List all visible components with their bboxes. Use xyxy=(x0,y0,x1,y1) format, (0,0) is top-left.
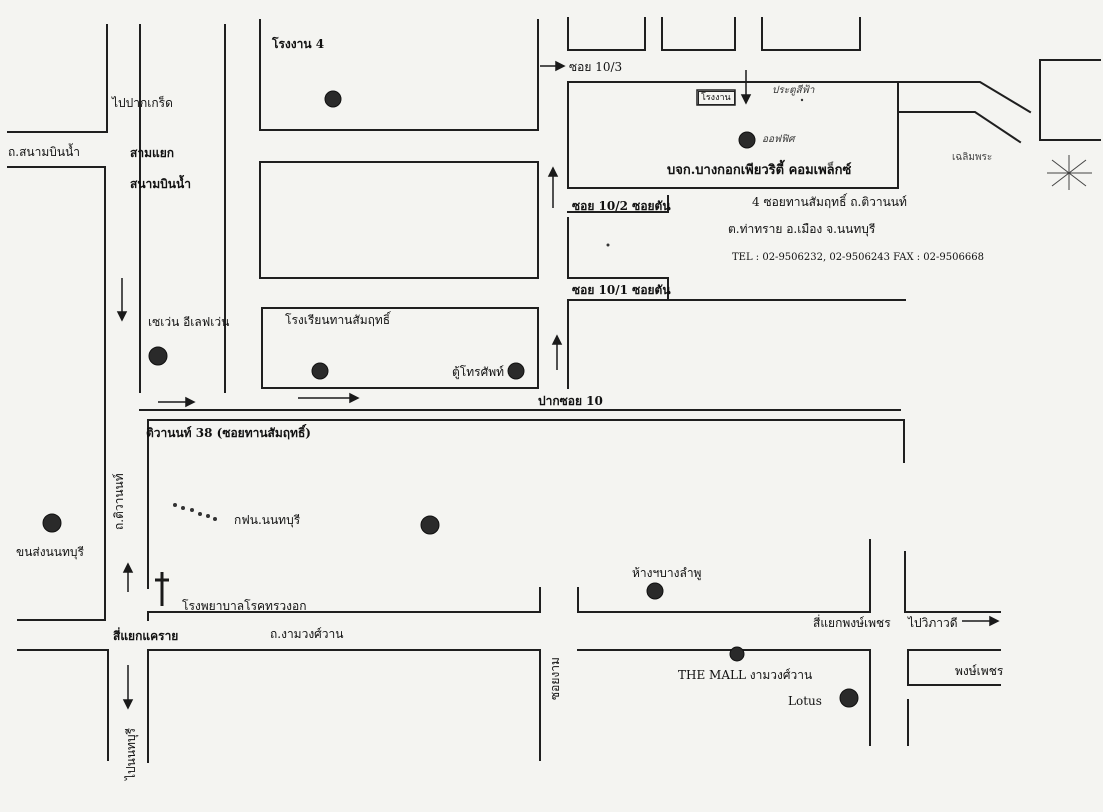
road-edge xyxy=(17,649,109,761)
arrow-icon xyxy=(547,166,559,208)
block-outline xyxy=(259,19,539,131)
arrow-icon xyxy=(540,60,566,72)
label-seven-eleven: เซเว่น อีเลฟเว่น xyxy=(148,315,230,329)
road-edge xyxy=(567,195,669,213)
block-outline xyxy=(259,161,539,279)
road-edge xyxy=(7,166,106,621)
label-smudge: เฉลิมพระ xyxy=(952,152,993,163)
label-soi-10-2: ซอย 10/2 ซอยตัน xyxy=(572,199,671,213)
label-factory4: โรงงาน 4 xyxy=(272,37,325,51)
label-gate-note: ประตูสีฟ้า xyxy=(772,85,815,96)
label-school: โรงเรียนทานสัมฤทธิ์ xyxy=(285,313,391,327)
arrow-icon xyxy=(551,334,563,370)
road-edge xyxy=(147,649,541,761)
block-outline xyxy=(567,81,899,189)
label-to-nonthaburi: ไปนนทบุรี xyxy=(124,727,138,780)
road-edge xyxy=(567,17,646,51)
arrow-icon xyxy=(740,70,752,105)
label-junction-line1: สามแยก xyxy=(130,146,175,160)
label-tiwanon38: ติวานนท์ 38 (ซอยทานสัมฤทธิ์) xyxy=(146,426,311,440)
label-junction-line2: สนามบินน้ำ xyxy=(130,177,191,191)
label-soi-10-3: ซอย 10/3 xyxy=(569,60,623,74)
label-soi-side: ซอยงาม xyxy=(548,657,562,700)
label-lotus: Lotus xyxy=(788,694,822,708)
arrow-icon xyxy=(962,615,1000,627)
label-soi-10-1: ซอย 10/1 ซอยตัน xyxy=(572,283,671,297)
road-edge xyxy=(1039,59,1101,141)
road-edge xyxy=(577,539,871,613)
road-edge xyxy=(577,649,871,746)
label-the-mall: THE MALL งามวงศ์วาน xyxy=(678,668,813,682)
label-hospital: โรงพยาบาลโรคทรวงอก xyxy=(182,599,307,613)
road-edge xyxy=(899,111,1022,144)
landmark-marker-seven-eleven xyxy=(148,346,168,366)
arrow-icon xyxy=(298,392,360,404)
arrow-icon xyxy=(158,396,196,408)
company-phone: TEL : 02-9506232, 02-9506243 FAX : 02-95… xyxy=(732,252,984,263)
label-sanambinnam-road: ถ.สนามบินน้ำ xyxy=(8,145,81,159)
label-khae-rai: สี่แยกแคราย xyxy=(113,629,179,643)
label-to-pakkret: ไปปากเกร็ด xyxy=(112,96,173,110)
road-edge xyxy=(904,551,1001,613)
road-edge xyxy=(7,24,108,133)
label-to-vibhavadi: ไปวิภาวดี xyxy=(908,616,958,630)
cross-icon xyxy=(155,572,169,606)
block-outline xyxy=(261,307,539,389)
label-market: ห้างฯบางลำพู xyxy=(632,566,702,580)
label-ngamwongwan: ถ.งามวงศ์วาน xyxy=(270,627,344,641)
label-bus-terminal: ขนส่งนนทบุรี xyxy=(16,545,84,559)
factory-box xyxy=(696,89,736,106)
landmark-marker-bus xyxy=(42,513,62,533)
company-address-line2: ต.ท่าทราย อ.เมือง จ.นนทบุรี xyxy=(728,222,876,236)
arrow-icon xyxy=(116,278,128,322)
block-outline xyxy=(147,419,905,463)
landmark-marker-phone xyxy=(507,362,525,380)
label-kfn: กฟน.นนทบุรี xyxy=(234,513,301,527)
landmark-marker-office xyxy=(738,131,756,149)
road-edge xyxy=(761,17,861,51)
landmark-marker-kfn xyxy=(420,515,440,535)
label-factory-box: โรงงาน xyxy=(698,91,735,105)
arrow-icon xyxy=(122,562,134,592)
label-pongphet: พงษ์เพชร xyxy=(955,664,1004,678)
road-edge xyxy=(907,649,1001,686)
label-phone-booth: ตู้โทรศัพท์ xyxy=(452,365,505,379)
landmark-marker-school xyxy=(311,362,329,380)
arrow-icon xyxy=(122,665,134,710)
road-edge xyxy=(899,81,1032,114)
company-address-line1: 4 ซอยทานสัมฤทธิ์ ถ.ติวานนท์ xyxy=(752,195,907,209)
landmark-marker-mall xyxy=(729,646,745,662)
road-edge xyxy=(661,17,736,51)
landmark-marker-factory4 xyxy=(324,90,342,108)
company-name: บจก.บางกอกเพียวริตี้ คอมเพล็กซ์ xyxy=(667,163,852,178)
label-tiwanon-road: ถ.ติวานนท์ xyxy=(112,473,126,530)
landmark-marker-lotus xyxy=(839,688,859,708)
landmark-marker-market xyxy=(646,582,664,600)
road-edge xyxy=(147,587,541,613)
label-pongphet-junction: สี่แยกพงษ์เพชร xyxy=(813,616,891,630)
label-pak-soi-10: ปากซอย 10 xyxy=(538,394,603,408)
label-office: ออฟฟิศ xyxy=(762,134,795,145)
